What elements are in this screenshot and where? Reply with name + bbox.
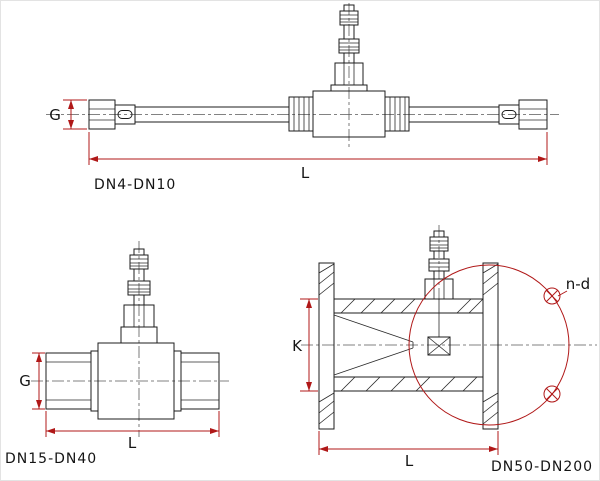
dimension-g: G: [19, 352, 45, 410]
dim-label-g: G: [19, 372, 31, 390]
leader-line: [557, 290, 568, 297]
pipe-extension-left: [135, 106, 289, 123]
flange-left: [318, 262, 335, 430]
dim-label-l: L: [128, 434, 137, 452]
caption-dn15-dn40: DN15-DN40: [5, 451, 97, 467]
dim-label-l: L: [301, 164, 310, 182]
end-fitting-right: [498, 99, 548, 130]
caption-dn4-dn10: DN4-DN10: [94, 177, 176, 193]
dim-label-l: L: [405, 452, 414, 470]
pipe-extension-right: [409, 106, 499, 123]
bolt-hole-top: [543, 287, 561, 305]
meter-body: [45, 342, 220, 420]
dim-label-g: G: [49, 106, 61, 124]
bolt-holes-label: n-d: [566, 275, 590, 293]
sensor-stack: [330, 4, 368, 92]
dim-label-k: K: [292, 337, 303, 355]
meter-body: [288, 90, 410, 138]
dimension-g: G: [49, 99, 87, 130]
drawing-dn50-dn200: K L n-d DN50-DN: [292, 225, 597, 475]
flange-right: [482, 262, 499, 430]
caption-dn50-dn200: DN50-DN200: [491, 459, 593, 475]
drawing-dn15-dn40: G L DN15-DN40: [5, 241, 229, 467]
dimension-k: K: [292, 298, 318, 392]
dimension-l: L: [88, 132, 548, 182]
end-fitting-left: [88, 99, 136, 130]
dimension-l: L: [45, 411, 220, 452]
dimension-l: L: [318, 431, 499, 470]
bolt-circle: n-d: [408, 264, 590, 426]
meter-housing: [333, 298, 484, 392]
bolt-hole-bottom: [543, 385, 561, 403]
drawing-dn4-dn10: G L DN4-DN10: [46, 3, 559, 193]
turbine-rotor: [427, 336, 451, 356]
